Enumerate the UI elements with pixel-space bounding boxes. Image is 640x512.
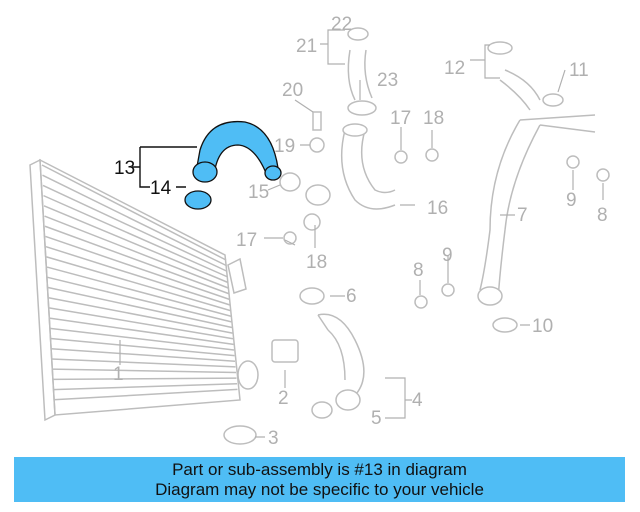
radiator-fin [49, 317, 234, 346]
callout-12: 12 [444, 58, 465, 79]
radiator-fin [48, 307, 234, 340]
radiator-fin [46, 266, 232, 317]
part-15-clamp [279, 172, 301, 192]
radiator-fin [53, 388, 238, 401]
callout-6: 6 [346, 286, 357, 307]
callout-21: 21 [296, 36, 317, 57]
part-7-pipe [479, 114, 596, 301]
callout-7: 7 [517, 205, 528, 226]
callout-22: 22 [331, 14, 352, 35]
part-4-hose [317, 313, 365, 401]
callout-11: 11 [569, 60, 589, 81]
callout-17a: 17 [236, 230, 257, 251]
radiator-fin [46, 256, 231, 312]
radiator-fin [45, 245, 231, 306]
radiator-fin [41, 164, 227, 261]
callout-9a: 9 [442, 245, 453, 266]
part-5-clamp [311, 401, 333, 419]
callout-18b: 18 [423, 108, 444, 129]
callout-2: 2 [278, 388, 289, 409]
radiator-fin [45, 235, 230, 301]
callout-17b: 17 [390, 108, 411, 129]
radiator-fin [43, 194, 228, 278]
callout-8b: 8 [597, 205, 608, 226]
part-16-pipe [340, 129, 396, 210]
part-20-bolt [312, 111, 322, 131]
callout-1: 1 [113, 364, 124, 385]
intercooler-part [29, 158, 259, 422]
callout-9b: 9 [566, 190, 577, 211]
callout-8a: 8 [413, 260, 424, 281]
callout-5: 5 [371, 408, 382, 429]
callout-15: 15 [248, 182, 269, 203]
radiator-fin [42, 174, 227, 267]
part-18-grommet [303, 213, 321, 231]
part-21-hose [347, 49, 373, 101]
callout-18a: 18 [306, 252, 327, 273]
radiator-fin [44, 215, 229, 289]
part-23-clamp [347, 100, 377, 116]
radiator-fin [42, 184, 228, 272]
radiator-fin [50, 348, 236, 362]
callout-13: 13 [114, 158, 135, 179]
radiator-fin [52, 377, 237, 381]
part-6-clamp [299, 287, 325, 305]
part-11-clamp [542, 93, 564, 107]
part-19 [309, 137, 325, 153]
banner-line-disclaimer: Diagram may not be specific to your vehi… [155, 480, 484, 499]
callout-10: 10 [532, 316, 553, 337]
radiator-fin [50, 337, 235, 357]
callout-19: 19 [274, 136, 295, 157]
part-14-clamp [184, 190, 212, 210]
part-info-banner: Part or sub-assembly is #13 in diagram D… [14, 457, 625, 502]
radiator-fin [44, 225, 230, 295]
radiator-fin [52, 383, 238, 391]
radiator-fin [49, 327, 235, 351]
part-2 [271, 339, 299, 363]
callout-4: 4 [412, 390, 423, 411]
callout-14: 14 [150, 178, 172, 199]
part-13-intercooler-hose [192, 120, 282, 183]
radiator-fin [47, 286, 233, 329]
banner-line-part: Part or sub-assembly is #13 in diagram [172, 460, 467, 479]
radiator-fin [51, 368, 237, 374]
callout-16: 16 [427, 198, 448, 219]
radiator-fin [43, 205, 229, 284]
part-12-hose [499, 69, 541, 111]
callout-20: 20 [282, 80, 303, 101]
callout-23: 23 [377, 70, 398, 91]
part-10-clamp [492, 317, 518, 333]
radiator-fin [48, 296, 233, 334]
part-3 [223, 425, 257, 445]
radiator-fin [47, 276, 232, 323]
radiator-fin [51, 358, 236, 368]
callout-3: 3 [268, 428, 279, 449]
